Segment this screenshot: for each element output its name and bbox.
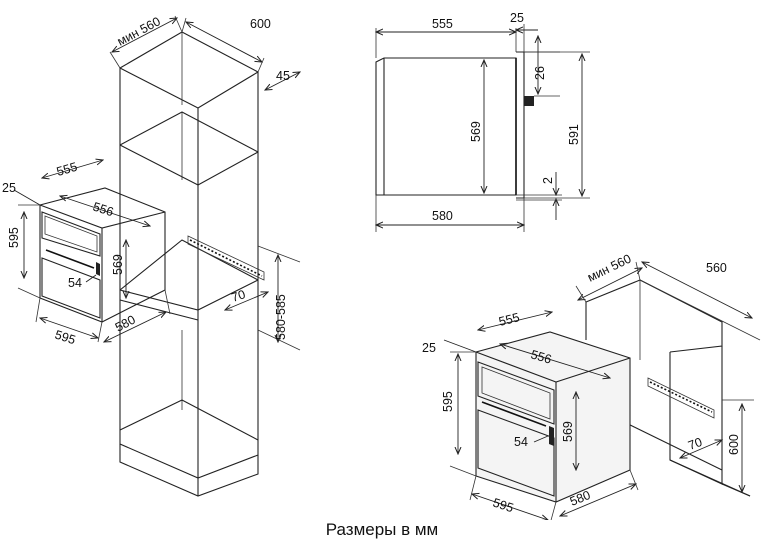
oven-right-front-width-label: 595 <box>491 496 515 516</box>
oven-right-handle-label: 54 <box>514 435 528 449</box>
cabinet-depth-label: 600 <box>250 17 271 31</box>
niche-height-label: 580-585 <box>274 294 288 340</box>
side-view-dimensions: 555 25 26 569 591 2 580 <box>376 11 590 232</box>
oven-front-width-label: 595 <box>53 328 77 348</box>
oven-inner-width-label: 556 <box>91 200 115 220</box>
side-total-depth-label: 580 <box>432 209 453 223</box>
oven-side-offset-label: 25 <box>2 181 16 195</box>
oven-right-top-width-label: 555 <box>497 310 521 329</box>
oven-depth-label: 580 <box>113 312 138 334</box>
oven-handle-label: 54 <box>68 276 82 290</box>
side-panel-gap-label: 26 <box>533 66 547 80</box>
cabinet-dimensions-left: мин 560 600 45 580-585 70 <box>109 14 300 351</box>
tall-cabinet <box>119 31 265 497</box>
side-front-overhang-label: 25 <box>510 11 524 25</box>
side-front-height-label: 591 <box>567 124 581 145</box>
oven-right-side-offset-label: 25 <box>422 341 436 355</box>
side-bottom-gap-label: 2 <box>541 177 555 184</box>
side-body-height-label: 569 <box>469 121 483 142</box>
oven-top-width-label: 555 <box>55 160 79 179</box>
oven-right-height-label: 595 <box>441 391 455 412</box>
side-top-depth-label: 555 <box>432 17 453 31</box>
oven-dimensions-left: 555 25 556 595 569 54 595 580 <box>2 160 171 348</box>
oven-right <box>475 331 631 503</box>
niche-vent-label: 70 <box>230 287 248 305</box>
base-niche-height-label: 600 <box>727 434 741 455</box>
oven-right-inner-height-label: 569 <box>561 421 575 442</box>
base-min-width-label: мин 560 <box>585 252 633 285</box>
base-depth-label: 560 <box>706 261 727 275</box>
base-vent-label: 70 <box>686 435 704 453</box>
oven-right-inner-width-label: 556 <box>529 347 553 366</box>
installation-diagram: мин 560 600 45 580-585 70 555 25 556 595 <box>2 11 761 520</box>
cabinet-min-width-label: мин 560 <box>115 14 163 48</box>
cabinet-back-gap-label: 45 <box>276 69 290 83</box>
oven-height-label: 595 <box>7 227 21 248</box>
oven-inner-height-label: 569 <box>111 254 125 275</box>
units-caption: Размеры в мм <box>325 520 439 539</box>
side-view-oven <box>375 51 534 199</box>
